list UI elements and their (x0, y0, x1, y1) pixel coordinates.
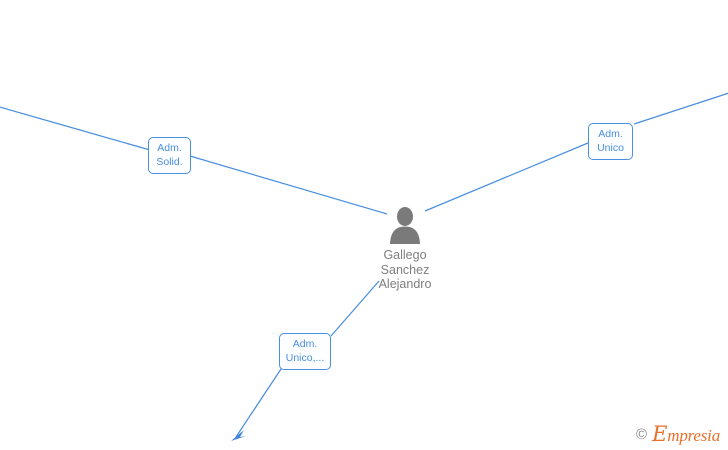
edge-upper-left-outer (0, 106, 151, 151)
center-person-node[interactable]: Gallego Sanchez Alejandro (355, 206, 455, 292)
person-avatar-icon (390, 207, 420, 244)
edge-label-adm-solid[interactable]: Adm. Solid. (148, 137, 191, 174)
copyright-icon: © (636, 426, 648, 443)
arrowhead-icon (231, 430, 246, 441)
brand-logo: Empresia (652, 424, 720, 445)
center-person-name: Gallego Sanchez Alejandro (378, 248, 432, 291)
edge-lower-left-outer (235, 365, 284, 438)
edge-label-adm-unico-more[interactable]: Adm. Unico,... (279, 333, 331, 370)
watermark: © Empresia (636, 424, 720, 445)
edge-lower-left-inner (330, 280, 380, 337)
edge-label-adm-unico[interactable]: Adm. Unico (588, 123, 633, 160)
brand-initial: E (652, 422, 668, 446)
edge-upper-right-inner (424, 142, 589, 212)
edge-upper-left-inner (189, 155, 388, 215)
brand-rest: mpresia (667, 426, 720, 445)
edge-upper-right-outer (633, 92, 728, 125)
